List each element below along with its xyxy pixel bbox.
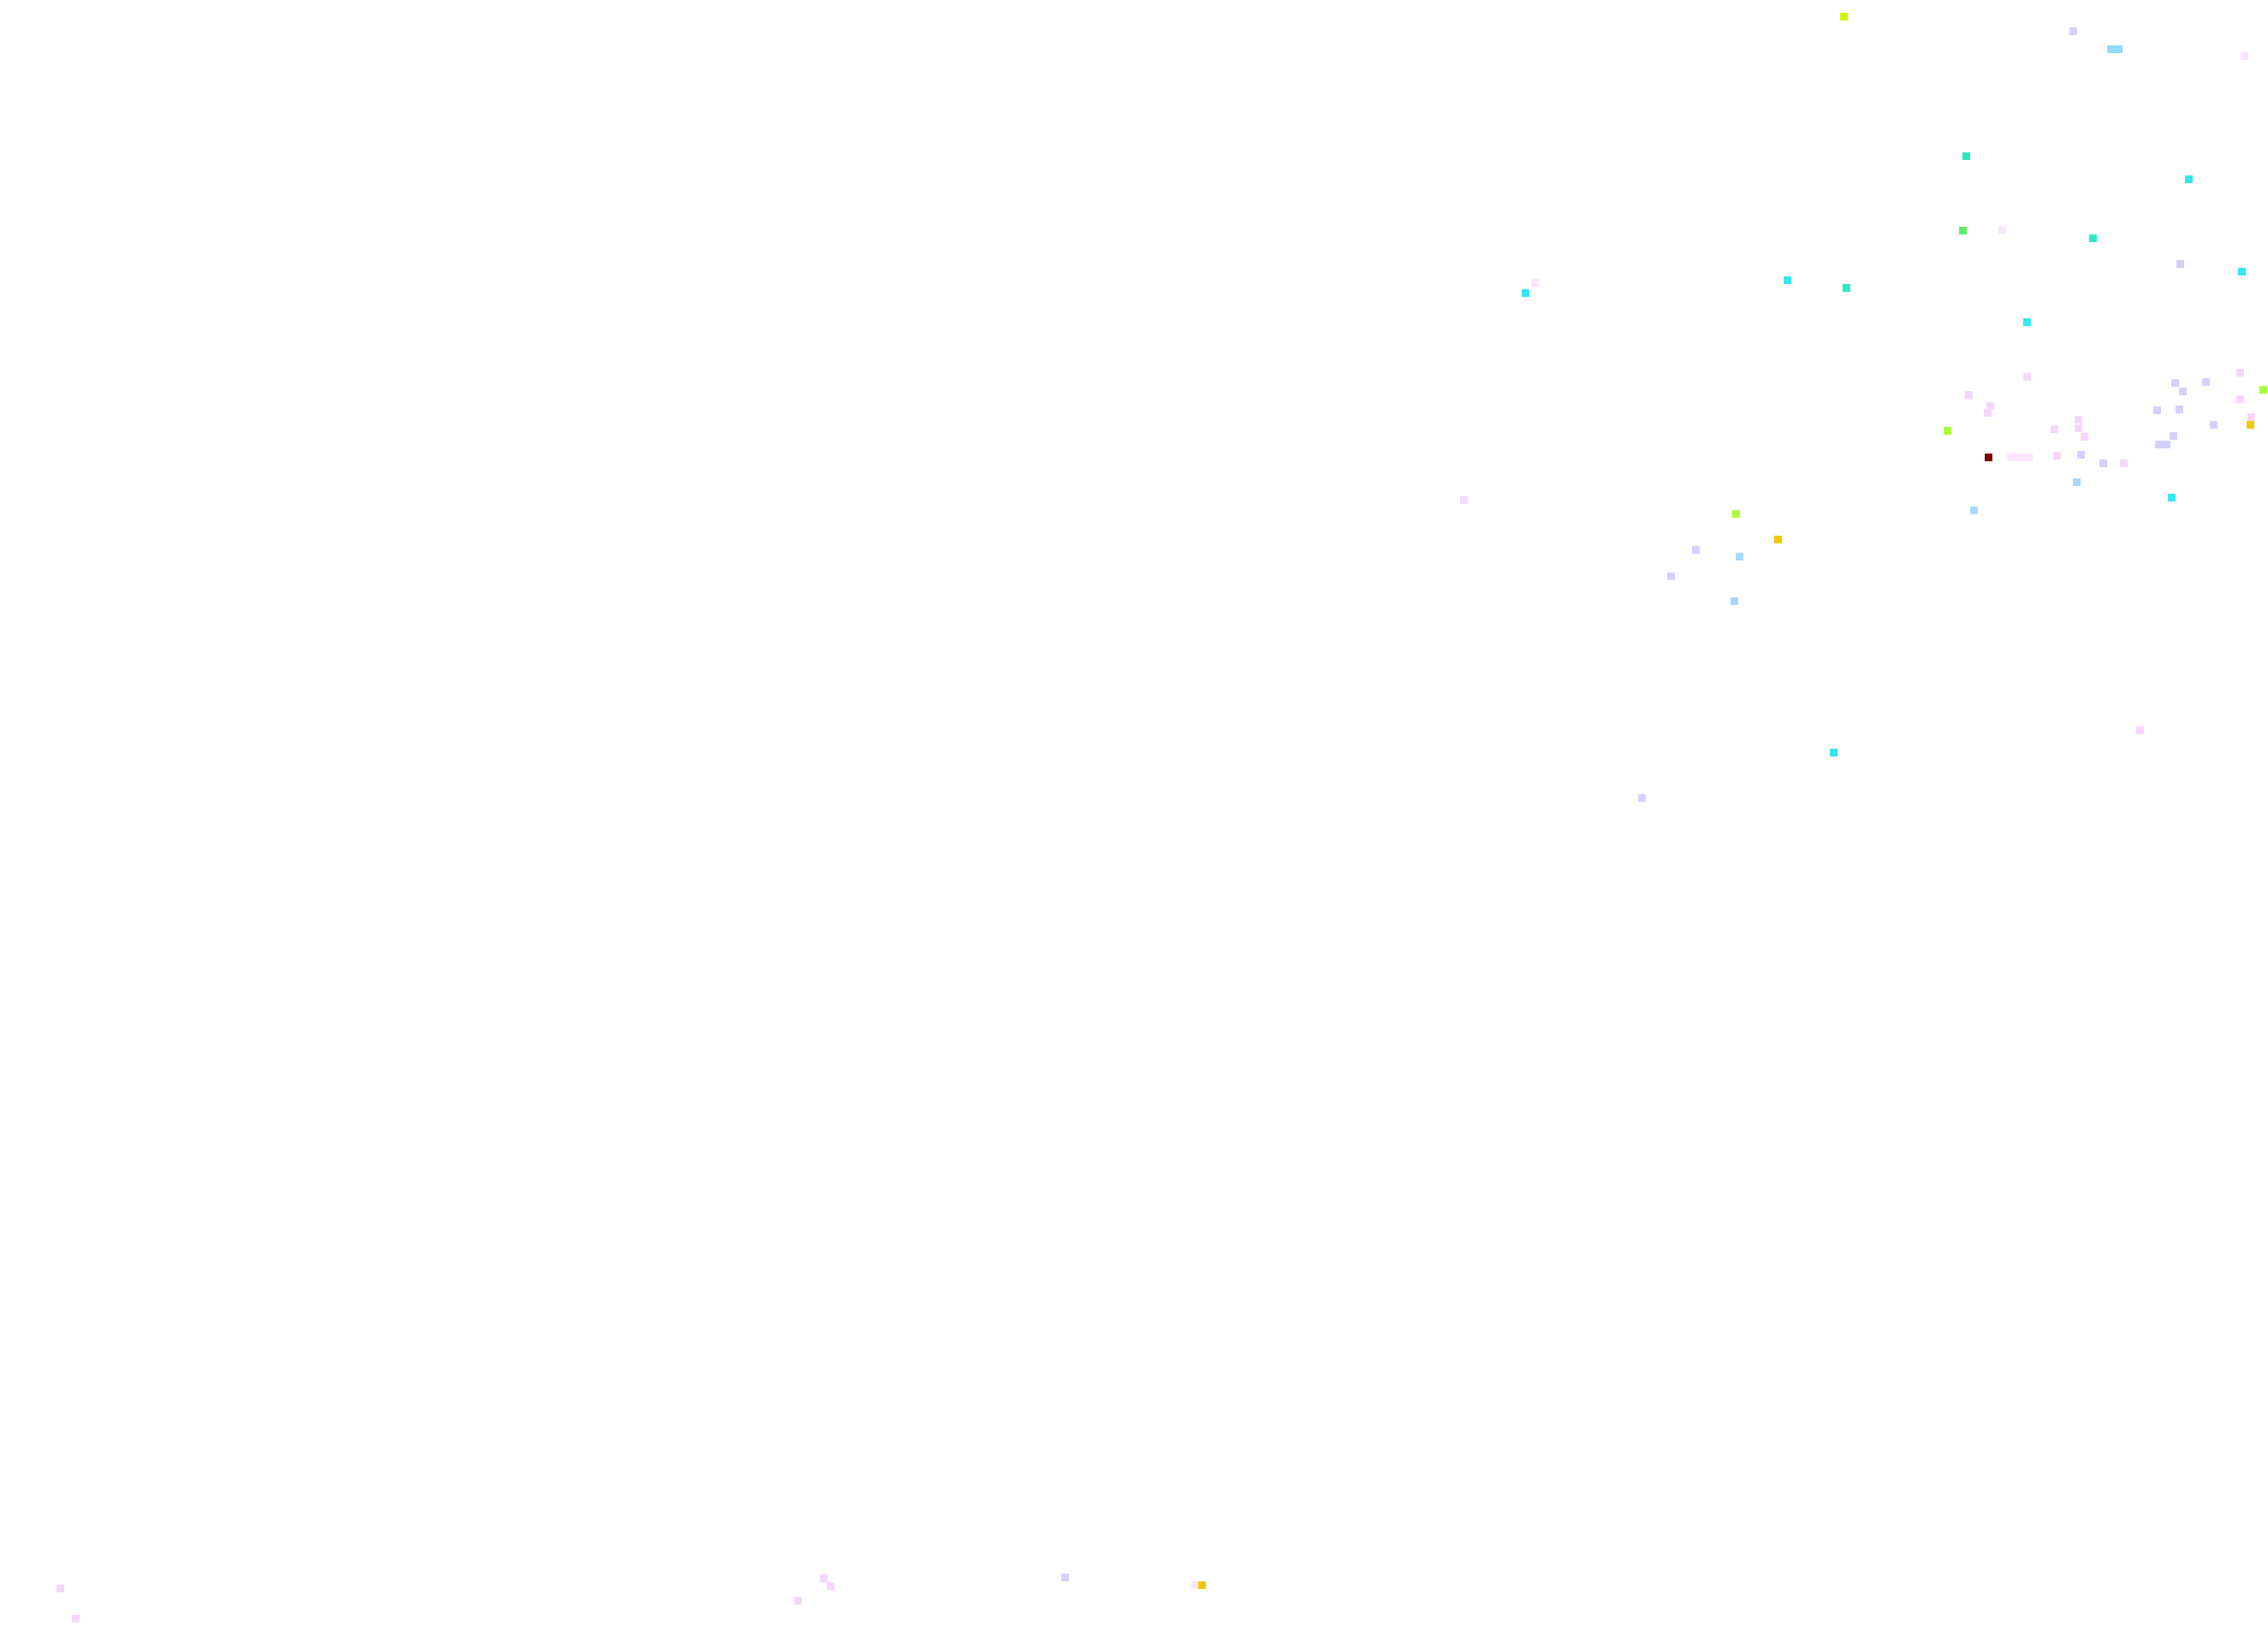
- noise-dot: [1965, 391, 1973, 399]
- noise-dot: [2155, 441, 2170, 448]
- noise-dot: [2136, 727, 2144, 734]
- noise-dot: [72, 1615, 80, 1622]
- noise-dot: [2075, 424, 2082, 432]
- noise-dot: [1736, 553, 1743, 560]
- noise-dot: [820, 1575, 828, 1582]
- noise-dot: [2170, 432, 2177, 440]
- noise-dot: [2202, 378, 2210, 386]
- noise-dot: [1784, 276, 1791, 284]
- noise-dot: [2053, 452, 2061, 460]
- noise-dot: [2153, 406, 2161, 414]
- noise-dot: [1731, 597, 1738, 605]
- noise-dot: [1191, 1581, 1199, 1589]
- noise-dot: [1522, 289, 1529, 297]
- noise-dot: [2081, 433, 2088, 441]
- noise-dot: [2120, 460, 2128, 467]
- noise-dot: [2176, 260, 2184, 268]
- noise-dot: [2099, 460, 2107, 467]
- noise-dot: [2185, 175, 2193, 183]
- noise-dot: [56, 1585, 64, 1592]
- noise-dot: [827, 1582, 834, 1590]
- noise-dot: [2077, 451, 2085, 459]
- noise-dot: [1985, 454, 1992, 461]
- noise-dot: [1998, 226, 2006, 234]
- noise-dot: [1962, 152, 1970, 160]
- noise-dot: [1843, 284, 1850, 292]
- noise-dot: [1667, 572, 1675, 580]
- noise-dot: [2171, 379, 2179, 387]
- noise-dot: [2107, 45, 2123, 53]
- noise-dot: [1944, 427, 1951, 435]
- noise-dot: [2073, 478, 2081, 486]
- noise-dot: [1840, 13, 1848, 21]
- noise-dot: [2238, 268, 2246, 276]
- noise-dot: [1692, 546, 1700, 554]
- noise-dot: [2247, 421, 2254, 429]
- noise-dot: [2007, 454, 2033, 461]
- noise-dot: [1198, 1581, 1206, 1589]
- noise-dot: [1774, 536, 1782, 543]
- noise-dot: [2179, 388, 2187, 395]
- noise-dot: [1959, 227, 1967, 234]
- noise-dot: [2247, 413, 2255, 421]
- noise-dot: [2089, 234, 2097, 242]
- noise-dot: [1638, 794, 1646, 802]
- noise-dot: [2051, 425, 2058, 433]
- noise-dot: [794, 1597, 802, 1604]
- noise-dot: [1970, 507, 1978, 514]
- noise-dot: [1732, 510, 1740, 518]
- noise-dot: [1986, 402, 1994, 410]
- noise-dot: [2023, 373, 2031, 381]
- noise-dot: [2075, 416, 2082, 424]
- noise-dot: [2241, 52, 2248, 60]
- noise-dot: [2168, 494, 2176, 501]
- noise-dot: [2236, 395, 2244, 403]
- noise-dot: [1830, 749, 1838, 756]
- noise-dot: [1061, 1574, 1069, 1581]
- noise-dot: [2023, 318, 2031, 326]
- noise-dot: [1984, 409, 1992, 417]
- noise-dot: [2176, 406, 2183, 413]
- noise-dot: [2210, 421, 2218, 429]
- noise-dot: [2069, 27, 2077, 35]
- noise-dot: [1460, 496, 1468, 504]
- noise-dot: [1531, 279, 1539, 287]
- noise-dot: [2259, 386, 2267, 394]
- noise-dot: [2236, 369, 2244, 377]
